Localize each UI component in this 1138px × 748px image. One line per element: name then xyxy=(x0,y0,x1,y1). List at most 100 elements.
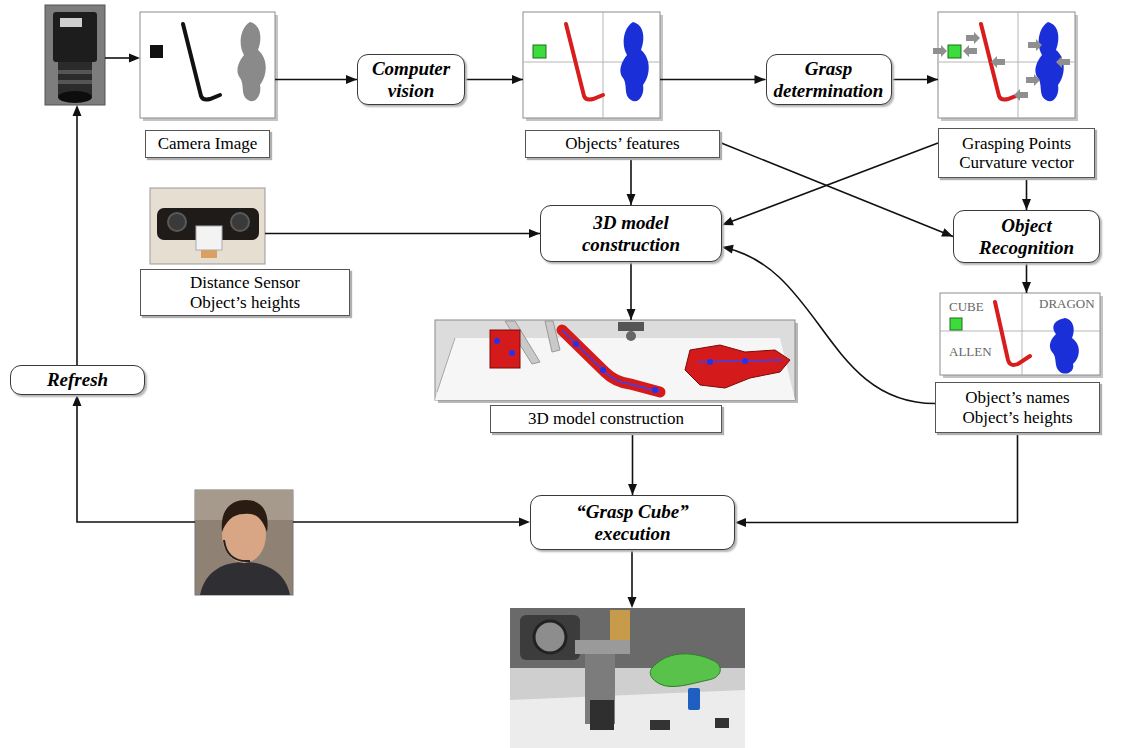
flow-arrow-part xyxy=(631,550,633,597)
3d-model-render-part xyxy=(562,330,660,392)
image-node: Objects’ features xyxy=(523,10,720,157)
connector-line xyxy=(660,79,766,81)
3d-model-render-part xyxy=(435,338,795,400)
arrow-head xyxy=(529,229,540,238)
connector-line xyxy=(722,247,935,404)
thumbnail-recognition-part xyxy=(950,318,962,330)
process-box: “Grasp Cube” execution xyxy=(530,495,735,550)
thumbnail-grasping-points xyxy=(933,12,1078,121)
robot-photo-part xyxy=(575,640,630,654)
thumbnail-features-part xyxy=(603,12,604,118)
arrow-head xyxy=(941,228,953,236)
robot-photo-part xyxy=(610,610,630,640)
connector-arrow xyxy=(735,433,1018,527)
distance-sensor-photo-part xyxy=(196,226,222,250)
thumbnail-camera-image-part xyxy=(183,24,220,100)
caption-box: Object’s names Object’s heights xyxy=(935,382,1100,433)
thumbnail-features xyxy=(523,12,663,121)
flow-arrow-part xyxy=(73,105,82,116)
process-box: 3D model construction xyxy=(540,205,722,262)
thumbnail-features-part xyxy=(533,22,649,101)
camera-photo-part xyxy=(53,12,97,62)
flow-arrow-part xyxy=(293,521,519,523)
connector-line xyxy=(722,143,938,225)
caption-text: Grasping Points Curvature vector xyxy=(947,134,1087,172)
camera-photo xyxy=(45,5,105,105)
robot-photo-part xyxy=(688,688,700,710)
connector-line xyxy=(265,233,540,235)
image-node: Camera Image xyxy=(140,10,275,157)
flow-arrow-part xyxy=(76,116,78,365)
picture-area xyxy=(938,10,1075,118)
process-label: Object Recognition xyxy=(961,215,1092,258)
arrow-head xyxy=(927,75,938,84)
connector-arrow xyxy=(722,143,938,225)
3d-model-render-part xyxy=(494,338,500,344)
3d-model-render-part xyxy=(652,387,658,393)
arrow-head xyxy=(627,194,636,205)
process-label: “Grasp Cube” execution xyxy=(553,501,713,544)
robot-photo xyxy=(510,608,745,748)
connector-arrow xyxy=(465,75,523,84)
thumbnail-recognition-part xyxy=(940,293,1100,375)
caption-box: Objects’ features xyxy=(525,130,720,158)
operator-photo-part xyxy=(224,540,250,561)
3d-model-render-part xyxy=(600,367,606,373)
image-node: Distance Sensor Object’s heights xyxy=(140,188,350,315)
camera-photo-part xyxy=(60,18,82,27)
connector-arrow xyxy=(628,433,637,495)
thumbnail-features-part xyxy=(523,12,660,118)
thumbnail-camera-image-part xyxy=(237,22,265,101)
distance-sensor-photo-part xyxy=(168,213,186,231)
caption-text: Objects’ features xyxy=(565,134,679,153)
connector-arrow xyxy=(627,158,636,206)
robot-photo-part xyxy=(715,718,729,728)
thumbnail-camera-image xyxy=(140,12,278,121)
thumbnail-grasping-points-part-part xyxy=(1014,89,1028,101)
caption-box: 3D model construction xyxy=(490,405,722,433)
3d-model-render-part xyxy=(490,330,520,368)
arrow-head xyxy=(1022,199,1031,210)
thumbnail-grasping-points-part-part xyxy=(948,45,961,58)
flow-arrow-part xyxy=(73,395,82,406)
connector-arrow xyxy=(1022,263,1031,293)
caption-text: Camera Image xyxy=(158,134,258,153)
connector-line xyxy=(735,433,1018,523)
3d-model-render-part xyxy=(707,359,713,365)
3d-model-render-part xyxy=(618,322,644,331)
connector-line xyxy=(275,79,357,81)
thumbnail-grasping-points-part-part xyxy=(963,45,977,57)
picture-area xyxy=(140,10,275,118)
connector-arrow xyxy=(1022,178,1031,210)
arrow-head xyxy=(346,75,357,84)
3d-model-render-part xyxy=(573,341,579,347)
connector-arrow xyxy=(720,143,953,237)
process-box: Grasp determination xyxy=(766,54,892,105)
thumbnail-grasping-points-part-part xyxy=(933,45,947,57)
3d-model-render-part xyxy=(626,331,636,341)
thumbnail-grasping-points-part-part xyxy=(991,56,1005,68)
thumbnail-features-part-part xyxy=(566,24,603,100)
3d-model-render xyxy=(435,320,798,403)
robot-photo-part xyxy=(590,700,614,730)
3d-model-render-part xyxy=(509,350,515,356)
arrow-head xyxy=(1022,282,1031,293)
thumbnail-grasping-points-part-part xyxy=(981,24,1018,100)
connector-arrow xyxy=(275,75,357,84)
camera-photo-part xyxy=(45,5,105,105)
process-label: Refresh xyxy=(47,369,108,390)
thumbnail-recognition-part xyxy=(1050,318,1079,374)
flow-arrow-part xyxy=(519,518,530,527)
robot-photo-part xyxy=(534,621,566,653)
thumbnail-recognition xyxy=(940,293,1103,378)
connector-line xyxy=(720,143,953,237)
object-name-label: CUBE xyxy=(948,300,985,314)
thumbnail-grasping-points-part xyxy=(938,12,1075,118)
object-name-label: ALLEN xyxy=(948,345,993,359)
image-node: 3D model construction xyxy=(435,320,795,433)
connector-arrow xyxy=(627,262,636,320)
camera-photo-part xyxy=(58,70,92,74)
